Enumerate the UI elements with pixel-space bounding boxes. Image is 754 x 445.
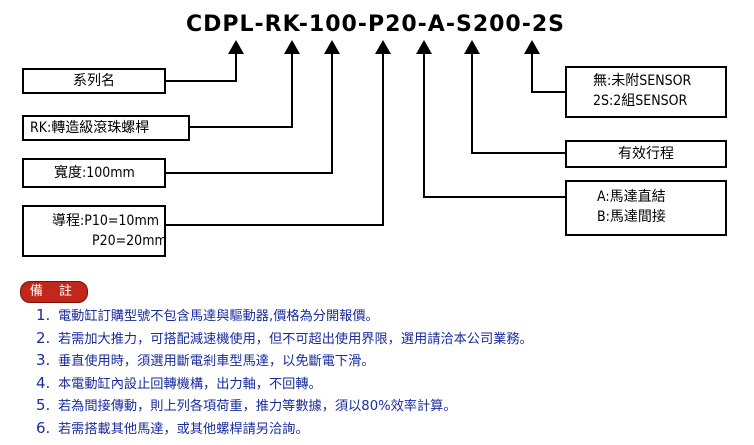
box-motor-line-1: A:馬達直結 (597, 189, 666, 205)
note-item: 3.垂直使用時，須選用斷電剎車型馬達，以免斷電下滑。 (36, 351, 375, 369)
arrowhead-width (324, 40, 340, 54)
box-stroke: 有效行程 (565, 140, 731, 172)
box-stroke-label: 有效行程 (618, 146, 674, 162)
connector-motor (423, 52, 565, 198)
box-motor-line-2: B:馬達間接 (597, 209, 666, 225)
connector-series (166, 52, 237, 82)
box-width-label: 寬度:100mm (54, 165, 135, 181)
box-screw-label: RK:轉造級滾珠螺桿 (30, 120, 150, 136)
box-sensor: 無:未附SENSOR 2S:2組SENSOR (565, 66, 731, 122)
connector-width (166, 52, 333, 174)
note-item: 4.本電動缸內設止回轉機構，出力軸，不回轉。 (36, 373, 322, 392)
notes-badge: 備 註 (20, 281, 88, 303)
box-lead-line-2: P20=20mm (92, 233, 167, 249)
model-code: CDPL-RK-100-P20-A-S200-2S (186, 12, 566, 37)
note-item: 5.若為間接傳動，則上列各項荷重，推力等數據，須以80%效率計算。 (36, 396, 457, 414)
arrowhead-sensor (524, 40, 540, 54)
arrowhead-screw (284, 40, 300, 54)
box-width: 寬度:100mm (22, 158, 170, 192)
box-sensor-line-2: 2S:2組SENSOR (593, 93, 688, 109)
box-lead-line-1: 導程:P10=10mm (52, 213, 159, 229)
model-code-diagram (166, 40, 565, 226)
arrowhead-series (228, 40, 244, 54)
box-motor: A:馬達直結 B:馬達間接 (565, 180, 731, 240)
note-item: 1.電動缸訂購型號不包含馬達與驅動器,價格為分開報價。 (36, 306, 379, 324)
box-series-label: 系列名 (73, 73, 115, 89)
box-lead: 導程:P10=10mm P20=20mm (22, 205, 170, 261)
connector-stroke (471, 52, 565, 154)
arrowhead-stroke (464, 40, 480, 54)
note-item: 6.若需搭載其他馬達，或其他螺桿請另洽詢。 (36, 418, 309, 437)
connector-sensor (531, 52, 565, 93)
notes-list: 1.電動缸訂購型號不包含馬達與驅動器,價格為分開報價。 2.若需加大推力，可搭配… (36, 305, 533, 440)
box-series: 系列名 (22, 68, 170, 98)
box-sensor-line-1: 無:未附SENSOR (593, 73, 692, 89)
connector-lead (166, 52, 384, 226)
note-item: 2.若需加大推力，可搭配減速機使用，但不可超出使用界限，選用請洽本公司業務。 (36, 328, 533, 347)
arrowhead-motor (416, 40, 432, 54)
connector-screw (190, 52, 293, 128)
arrowhead-lead (375, 40, 391, 54)
box-screw: RK:轉造級滾珠螺桿 (22, 115, 194, 145)
